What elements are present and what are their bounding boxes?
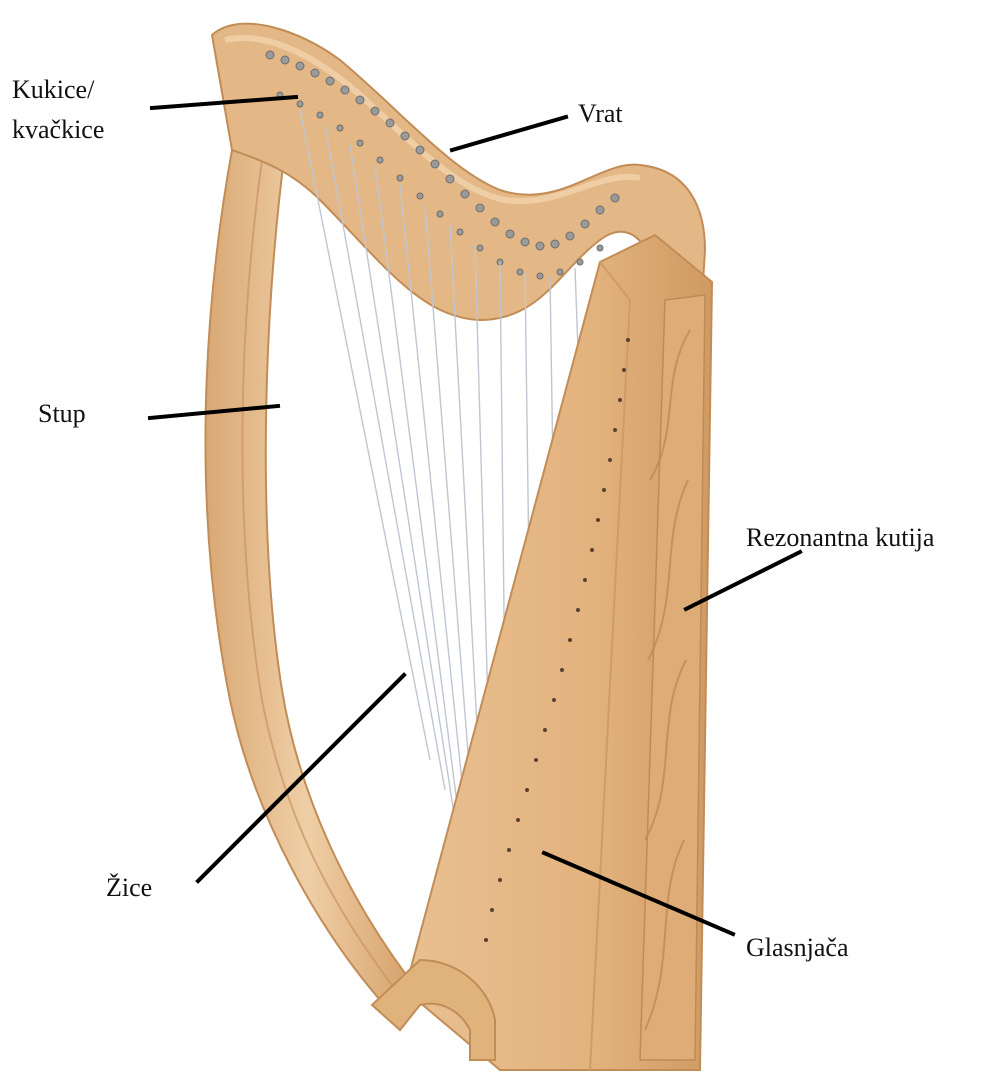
label-kukice-line1: Kukice/ <box>12 70 104 110</box>
label-kukice: Kukice/ kvačkice <box>12 70 104 150</box>
label-kukice-line2: kvačkice <box>12 110 104 150</box>
label-rezonantna-kutija: Rezonantna kutija <box>746 518 934 558</box>
label-glasnjaca: Glasnjača <box>746 928 849 968</box>
label-zice: Žice <box>106 868 152 908</box>
label-vrat: Vrat <box>578 94 623 134</box>
label-stup: Stup <box>38 394 86 434</box>
harp-pillar <box>205 150 410 1000</box>
leader-vrat <box>452 117 566 150</box>
